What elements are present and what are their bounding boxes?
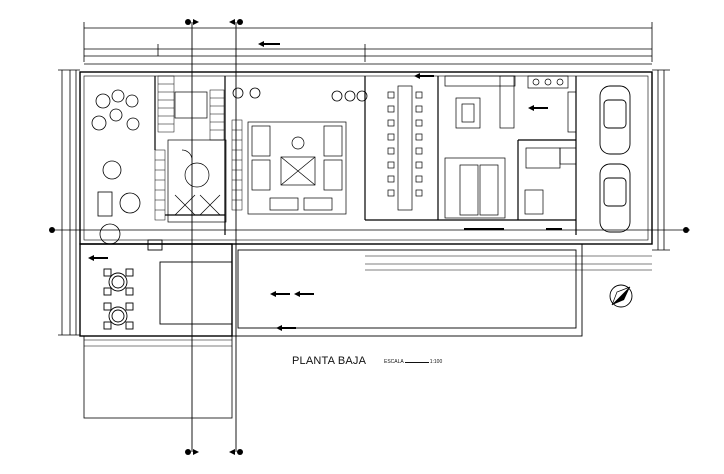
axis-marker-icon [49, 19, 689, 455]
left-dimension-lines [58, 69, 80, 336]
terrace-tables [103, 268, 134, 330]
scale-underline [404, 362, 429, 363]
scale-value: 1:100 [429, 359, 443, 365]
right-dimension-lines [652, 69, 670, 251]
drawing-title: PLANTA BAJA [292, 355, 367, 367]
section-marker-arrows [88, 41, 562, 331]
lobby-furniture [91, 87, 368, 245]
pool-dimension-lines [84, 255, 652, 347]
top-dimension-lines [83, 22, 653, 65]
kitchen [444, 75, 577, 133]
scale-word: ESCALA [384, 359, 404, 365]
scale-label: ESCALA 1:100 [384, 359, 442, 365]
pool [147, 239, 583, 337]
garage-cars [599, 85, 631, 233]
service-area [444, 147, 577, 219]
stairs [154, 75, 243, 221]
central-core [167, 91, 227, 223]
north-arrow-icon [609, 284, 633, 308]
living-room-furniture [247, 121, 347, 215]
dining-table [387, 85, 423, 211]
